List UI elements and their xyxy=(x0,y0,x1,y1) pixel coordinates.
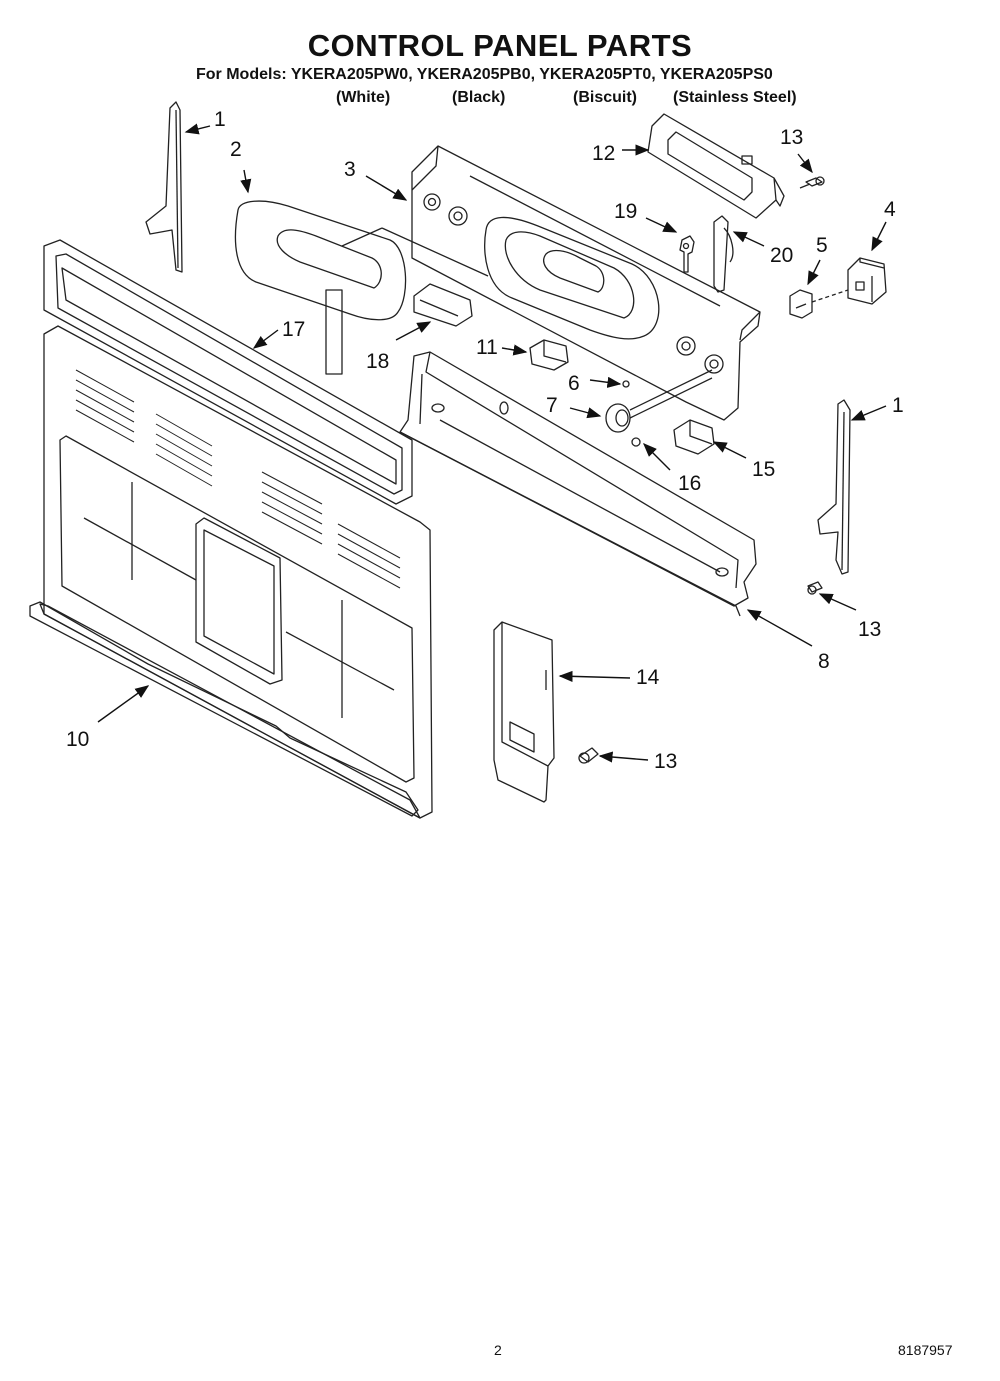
callout-10: 10 xyxy=(66,728,89,751)
callout-14: 14 xyxy=(636,666,660,689)
part-5-switch xyxy=(789,289,849,319)
side-trim-right xyxy=(817,399,851,575)
variant-white: (White) xyxy=(336,89,391,106)
mounting-bracket xyxy=(399,351,757,617)
callout-7: 7 xyxy=(546,394,558,417)
callout-1-left: 1 xyxy=(214,108,226,131)
variant-stainless: (Stainless Steel) xyxy=(673,89,797,106)
models-line: For Models: YKERA205PW0, YKERA205PB0, YK… xyxy=(196,66,773,83)
bottom-bracket xyxy=(493,621,555,803)
callout-20: 20 xyxy=(770,244,793,267)
screw-bottom xyxy=(578,747,599,764)
callout-16: 16 xyxy=(678,472,701,495)
callout-4: 4 xyxy=(884,198,896,221)
page-title: CONTROL PANEL PARTS xyxy=(307,28,693,63)
screw-top xyxy=(799,176,825,189)
control-console xyxy=(411,145,761,421)
callout-17: 17 xyxy=(282,318,305,341)
part-19-bracket xyxy=(679,235,695,273)
screw-right xyxy=(807,581,823,595)
callout-2: 2 xyxy=(230,138,242,161)
part-20-bracket xyxy=(713,215,734,293)
callout-13-right: 13 xyxy=(858,618,881,641)
doc-number: 8187957 xyxy=(898,1342,953,1358)
gasket-frame xyxy=(43,239,413,505)
side-trim-left xyxy=(145,101,183,273)
callout-19: 19 xyxy=(614,200,637,223)
callout-6: 6 xyxy=(568,372,580,395)
callout-15: 15 xyxy=(752,458,775,481)
part-11-switch xyxy=(529,339,569,371)
callout-3: 3 xyxy=(344,158,356,181)
display-bezel xyxy=(647,113,785,219)
callout-11: 11 xyxy=(476,336,498,359)
callout-5: 5 xyxy=(816,234,828,257)
callout-13-top: 13 xyxy=(780,126,803,149)
knob-assembly xyxy=(605,369,713,447)
variant-black: (Black) xyxy=(452,89,506,106)
callout-1-right: 1 xyxy=(892,394,904,417)
variant-biscuit: (Biscuit) xyxy=(573,89,637,106)
overlay-part xyxy=(234,200,489,375)
part-15-switch xyxy=(673,419,715,455)
leader-arrows xyxy=(97,123,887,763)
part-18-rocker xyxy=(413,283,473,327)
back-panel xyxy=(29,325,433,819)
callout-18: 18 xyxy=(366,350,389,373)
module-box xyxy=(847,257,887,305)
callout-13-bottom: 13 xyxy=(654,750,677,773)
callout-12: 12 xyxy=(592,142,615,165)
page-number: 2 xyxy=(494,1342,502,1358)
callout-8: 8 xyxy=(818,650,830,673)
